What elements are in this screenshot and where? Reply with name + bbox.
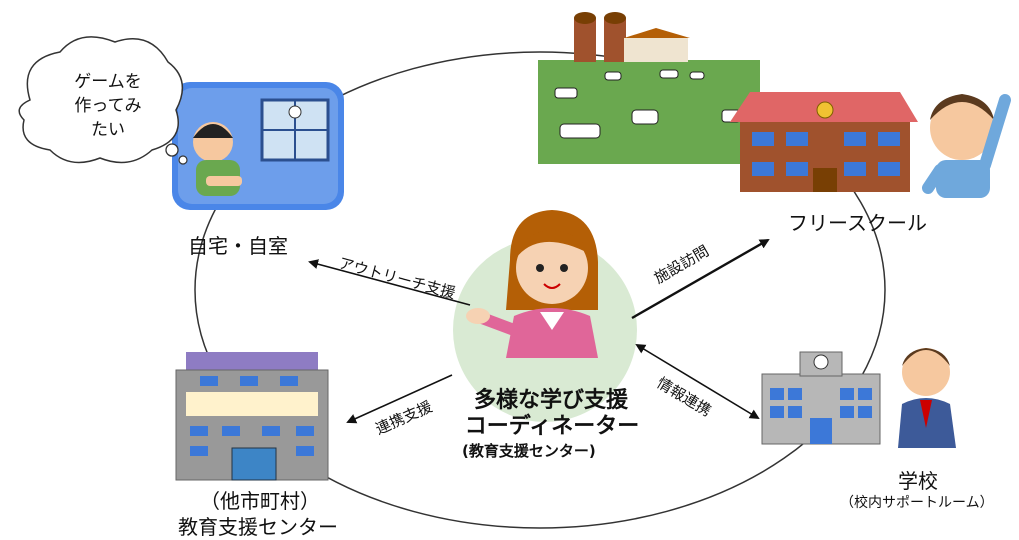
cooperation-arrow bbox=[346, 374, 453, 424]
thought-line-1: ゲームを bbox=[74, 72, 142, 92]
farm-and-schoolhouse-icon bbox=[538, 12, 1011, 198]
home-label: 自宅・自室 bbox=[188, 234, 288, 258]
school-building-icon bbox=[761, 348, 956, 448]
child-in-room-icon bbox=[172, 82, 344, 210]
school-sublabel: （校内サポートルーム） bbox=[840, 495, 994, 511]
coordinator-woman-icon bbox=[466, 210, 598, 358]
thought-bubble bbox=[18, 36, 188, 165]
facility-visit-arrow bbox=[631, 238, 770, 320]
school-label: 学校 bbox=[898, 469, 938, 493]
outreach-arrow bbox=[308, 259, 471, 306]
connection-ring bbox=[194, 51, 886, 529]
center-title-line2: コーディネーター bbox=[464, 414, 640, 439]
thought-line-2: 作ってみ bbox=[74, 96, 142, 116]
free-school-label: フリースクール bbox=[788, 211, 927, 235]
center-subtitle: (教育支援センター) bbox=[462, 442, 596, 460]
office-building-icon bbox=[175, 352, 329, 481]
thought-line-3: たい bbox=[91, 120, 125, 140]
center-title-line1: 多様な学び支援 bbox=[474, 388, 629, 413]
thought-bubble-text: ゲームを 作ってみ たい bbox=[48, 70, 168, 142]
info-link-arrow bbox=[635, 343, 760, 420]
other-center-label-line2: 教育支援センター bbox=[178, 515, 338, 539]
other-center-label-line1: （他市町村） bbox=[200, 489, 320, 513]
